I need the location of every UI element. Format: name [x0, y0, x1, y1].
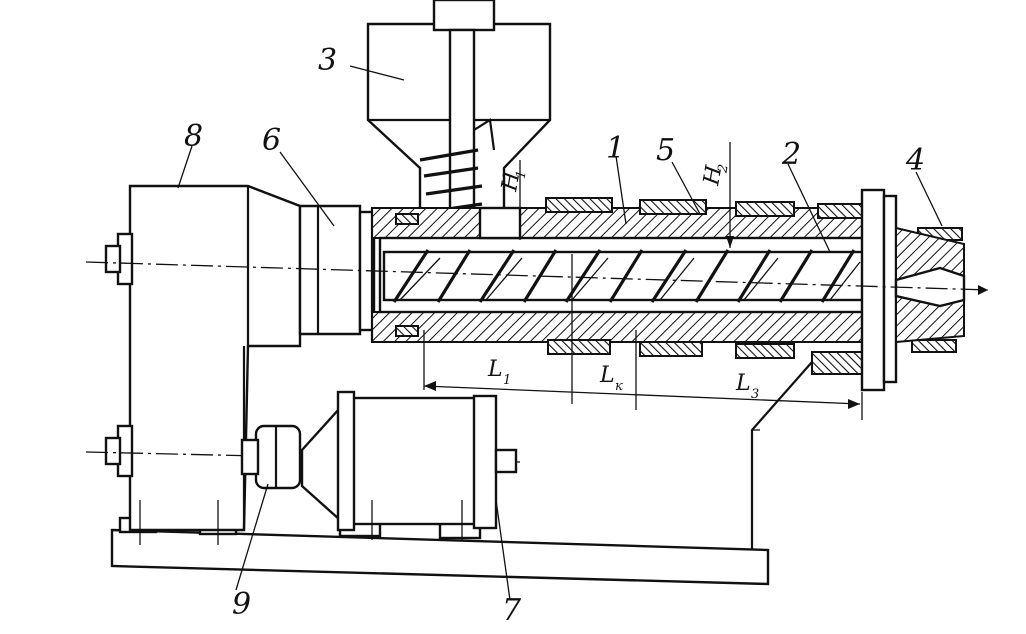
callout-screw: 2 [781, 137, 801, 172]
gearbox-neck [298, 204, 376, 336]
dimension-lines [423, 142, 863, 420]
dim-label-H2: H 2 [699, 163, 732, 188]
callout-barrel: 1 [606, 131, 625, 166]
callout-drive-housing: 8 [184, 119, 203, 154]
heaters [395, 197, 963, 375]
dim-label-H1: H 1 [497, 169, 530, 194]
svg-text:L: L [487, 357, 503, 382]
callout-die-head: 4 [905, 143, 925, 178]
callout-hopper: 3 [318, 43, 337, 78]
svg-text:L: L [599, 363, 615, 388]
hopper [366, 0, 552, 232]
screw [382, 249, 876, 303]
svg-text:2: 2 [715, 163, 731, 175]
dim-label-Lk: L к [599, 363, 623, 394]
dim-label-L1: L 1 [487, 357, 511, 388]
barrel-support [750, 361, 813, 550]
svg-text:L: L [735, 371, 751, 396]
svg-text:3: 3 [751, 387, 759, 402]
coupling [240, 424, 302, 490]
svg-text:1: 1 [514, 169, 530, 180]
drive-housing [104, 184, 302, 545]
motor [300, 390, 518, 540]
callout-heater: 5 [656, 133, 675, 168]
svg-text:1: 1 [503, 373, 511, 388]
callout-motor: 7 [502, 593, 522, 628]
svg-text:к: к [615, 379, 623, 394]
leader-lines [177, 65, 943, 601]
callout-coupling: 9 [232, 587, 251, 622]
callout-gearbox: 6 [262, 123, 281, 158]
die-head [860, 188, 966, 392]
dim-label-L3: L 3 [735, 371, 759, 402]
